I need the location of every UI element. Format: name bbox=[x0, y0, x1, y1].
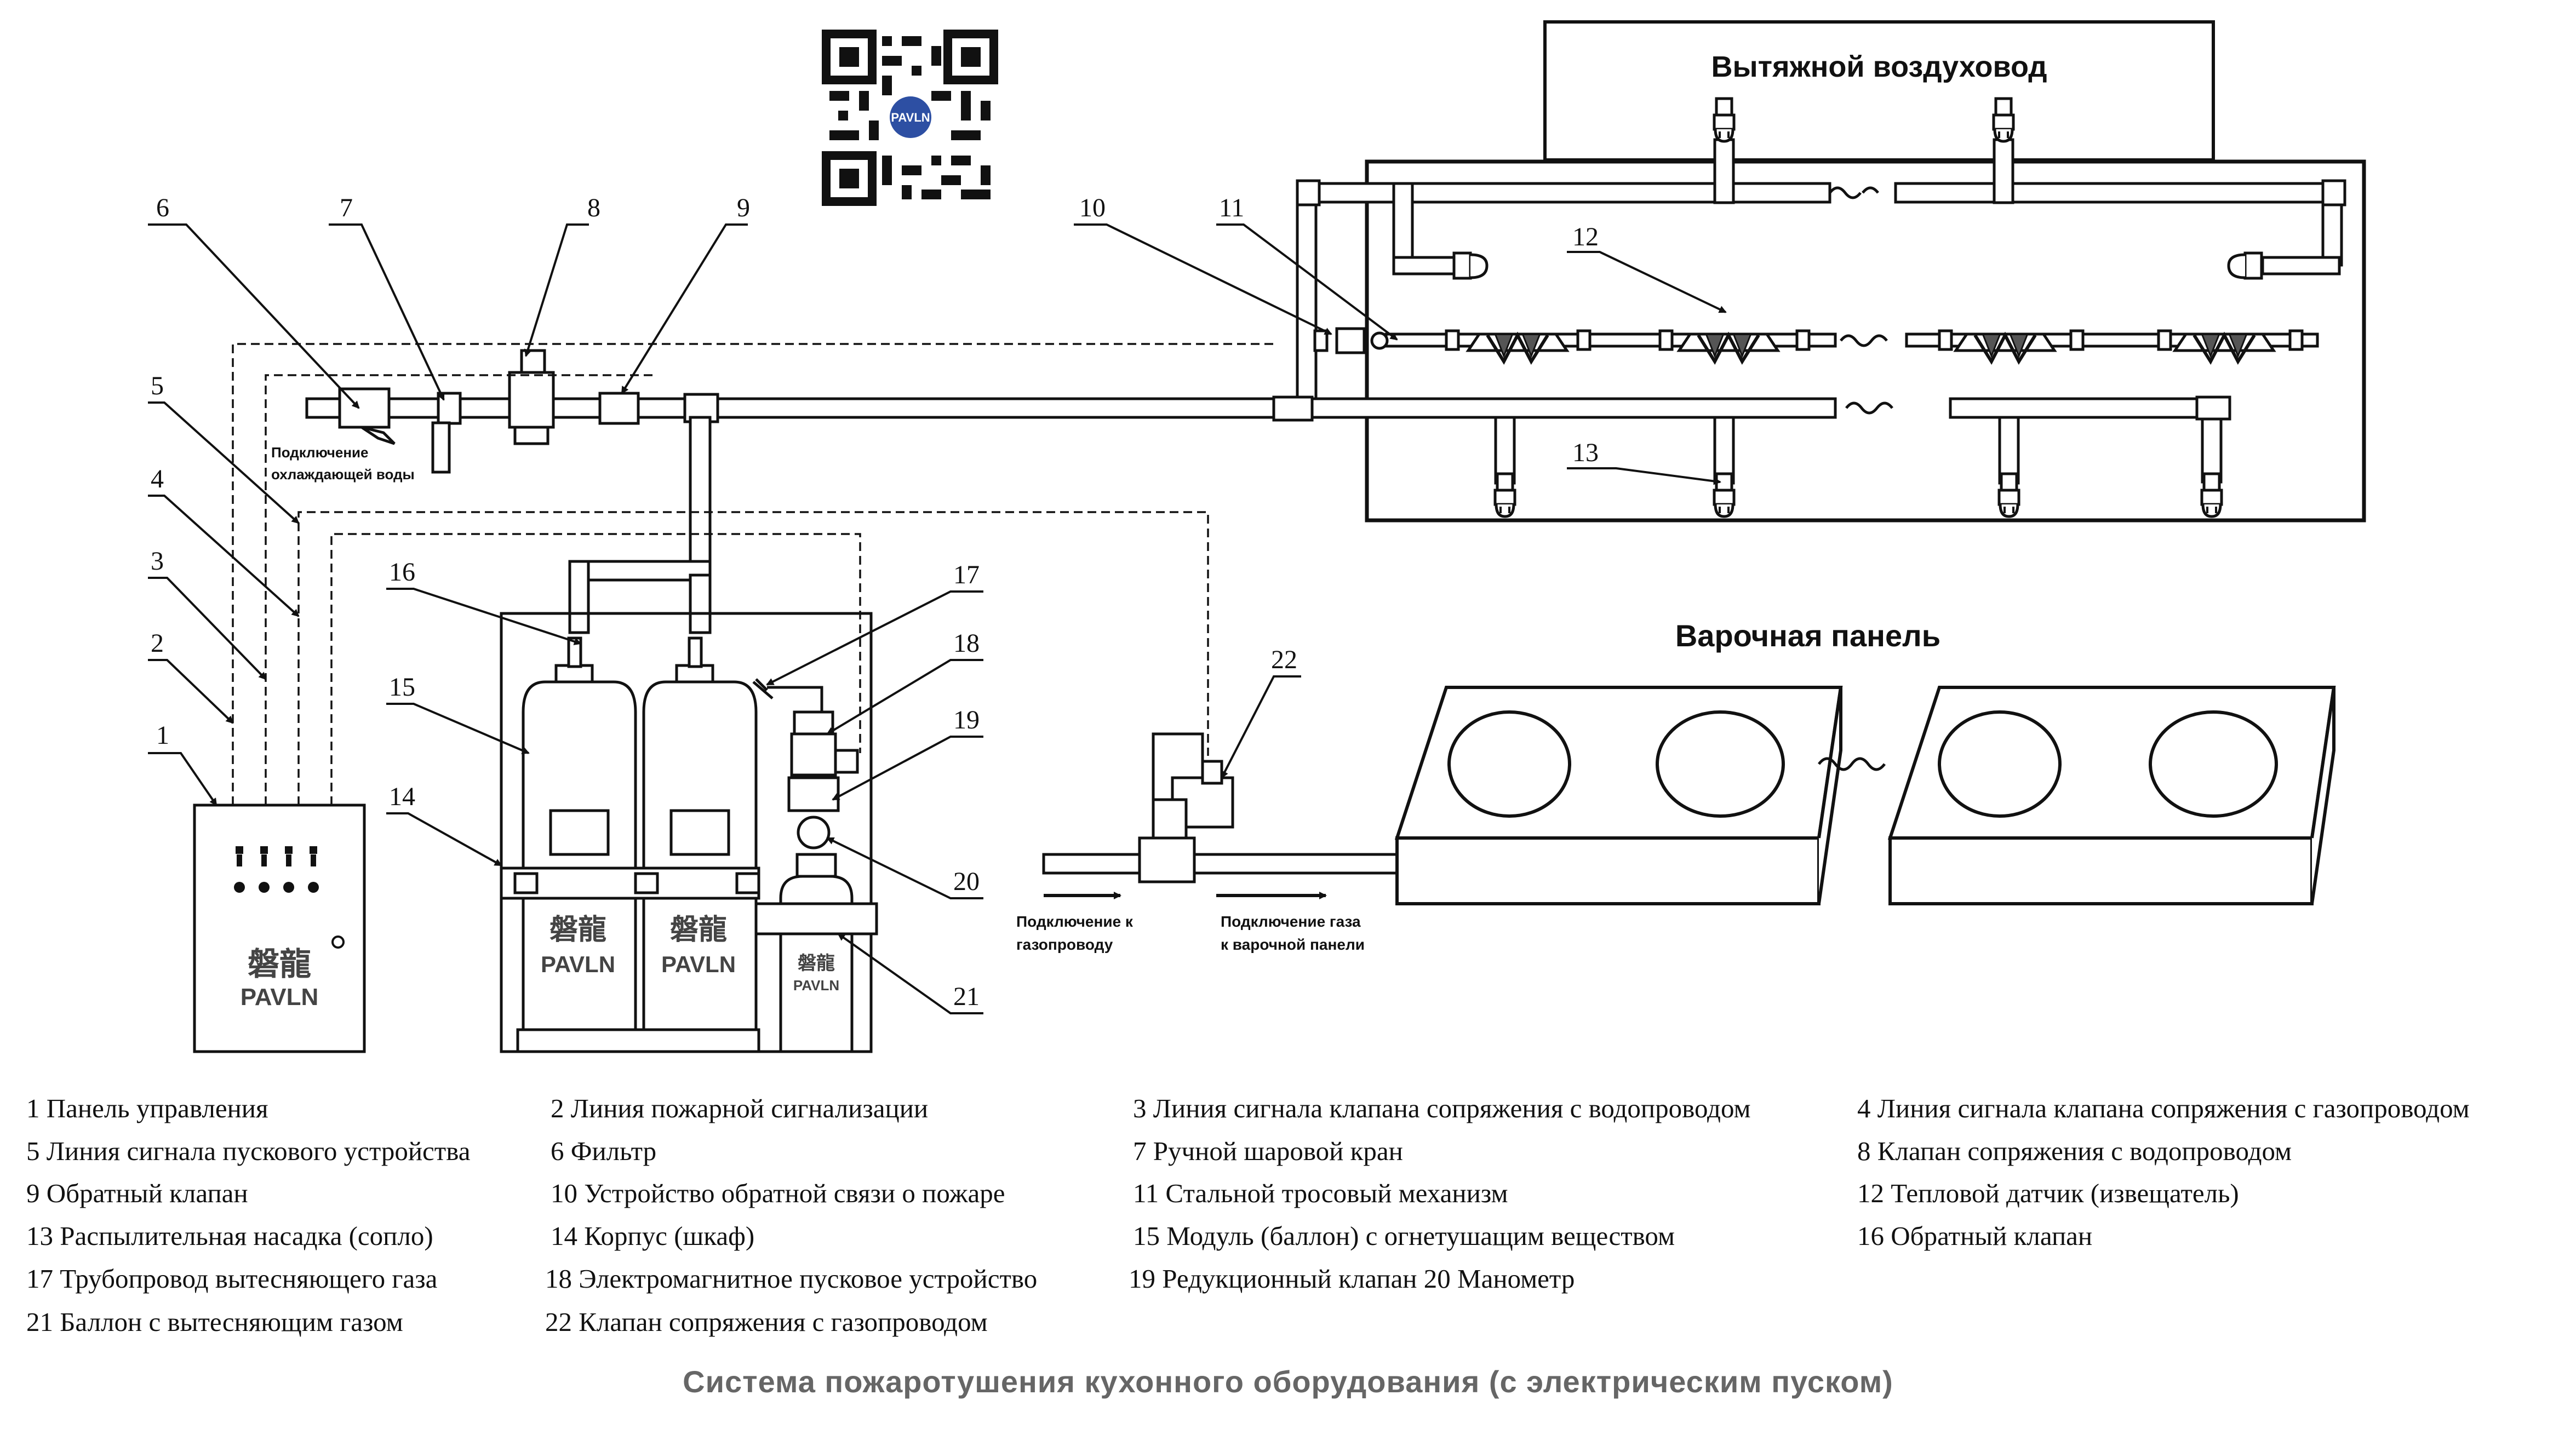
callout-20: 20 bbox=[953, 867, 980, 896]
callout-15: 15 bbox=[389, 673, 415, 702]
kitchen-hood bbox=[1365, 159, 2366, 523]
callout-21: 21 bbox=[953, 982, 980, 1011]
callout-16: 16 bbox=[389, 558, 415, 587]
heat-detector-1 bbox=[1468, 334, 1567, 361]
water-connection-label-1: Подключение bbox=[271, 444, 369, 461]
signal-lines bbox=[232, 343, 1276, 805]
gas-valve bbox=[1042, 732, 1401, 883]
callout-4: 4 bbox=[151, 464, 164, 493]
heat-detector-2 bbox=[1679, 334, 1778, 361]
callout-13: 13 bbox=[1572, 438, 1599, 467]
callout-leaders bbox=[148, 223, 1727, 1014]
cylinder-1-brand-cn: 磐龍 bbox=[549, 914, 606, 946]
heat-detector-3 bbox=[1956, 334, 2054, 361]
duct-nozzle-2 bbox=[1994, 99, 2013, 141]
callout-18: 18 bbox=[953, 629, 980, 658]
exhaust-duct-label: Вытяжной воздуховод bbox=[1711, 50, 2047, 83]
callout-5: 5 bbox=[151, 371, 164, 400]
qr-logo-text: PAVLN bbox=[891, 111, 930, 124]
callout-22: 22 bbox=[1271, 645, 1297, 674]
cylinder-1-brand-en: PAVLN bbox=[541, 951, 615, 977]
callout-12: 12 bbox=[1572, 222, 1599, 251]
control-panel: 磐龍 PAVLN bbox=[193, 803, 366, 1053]
spray-nozzle-2 bbox=[1714, 474, 1734, 516]
exhaust-duct: Вытяжной воздуховод bbox=[1543, 20, 2215, 162]
callout-7: 7 bbox=[340, 193, 353, 222]
callout-10: 10 bbox=[1079, 193, 1106, 222]
cylinder-2-brand-en: PAVLN bbox=[661, 951, 736, 977]
cabinet: 磐龍 PAVLN 磐龍 PAVLN 磐龍 PAVLN bbox=[500, 612, 878, 1053]
gas-main-label-1: Подключение к bbox=[1016, 913, 1134, 930]
panel-brand-cn: 磐龍 bbox=[248, 946, 311, 982]
callout-19: 19 bbox=[953, 705, 980, 734]
callout-2: 2 bbox=[151, 629, 164, 658]
callout-14: 14 bbox=[389, 782, 415, 811]
callout-9: 9 bbox=[737, 193, 750, 222]
agent-pipe bbox=[711, 395, 2231, 485]
water-pipe bbox=[305, 349, 719, 634]
panel-brand-en: PAVLN bbox=[241, 984, 319, 1011]
gas-cylinder-brand-en: PAVLN bbox=[793, 977, 839, 994]
cooktop bbox=[1394, 686, 2336, 905]
gas-cylinder-brand-cn: 磐龍 bbox=[798, 953, 835, 974]
cooktop-label: Варочная панель bbox=[1675, 618, 1940, 653]
gas-cooktop-label-1: Подключение газа bbox=[1221, 913, 1361, 930]
callout-3: 3 bbox=[151, 547, 164, 576]
gas-cooktop-label-2: к варочной панели bbox=[1221, 936, 1365, 953]
gas-main-label-2: газопроводу bbox=[1016, 936, 1113, 953]
duct-nozzle-1 bbox=[1714, 99, 1734, 141]
spray-nozzle-4 bbox=[2202, 474, 2222, 516]
water-connection-label-2: охлаждающей воды bbox=[271, 466, 415, 483]
heat-detector-4 bbox=[2175, 334, 2274, 361]
callout-17: 17 bbox=[953, 560, 980, 589]
diagram-caption: Система пожаротушения кухонного оборудов… bbox=[683, 1364, 1893, 1399]
callout-1: 1 bbox=[156, 721, 169, 750]
fire-feedback-device bbox=[1313, 327, 1389, 354]
callout-numbers: 6 7 8 9 10 11 12 13 5 4 3 2 1 16 15 14 1… bbox=[151, 193, 1599, 1011]
callout-6: 6 bbox=[156, 193, 169, 222]
callout-8: 8 bbox=[587, 193, 600, 222]
spray-nozzle-3 bbox=[1999, 474, 2019, 516]
cylinder-2-brand-cn: 磐龍 bbox=[670, 914, 727, 946]
callout-11: 11 bbox=[1219, 193, 1244, 222]
hood-side-nozzles bbox=[1452, 251, 2263, 280]
qr-code: PAVLN bbox=[822, 30, 998, 206]
spray-nozzle-1 bbox=[1495, 474, 1515, 516]
